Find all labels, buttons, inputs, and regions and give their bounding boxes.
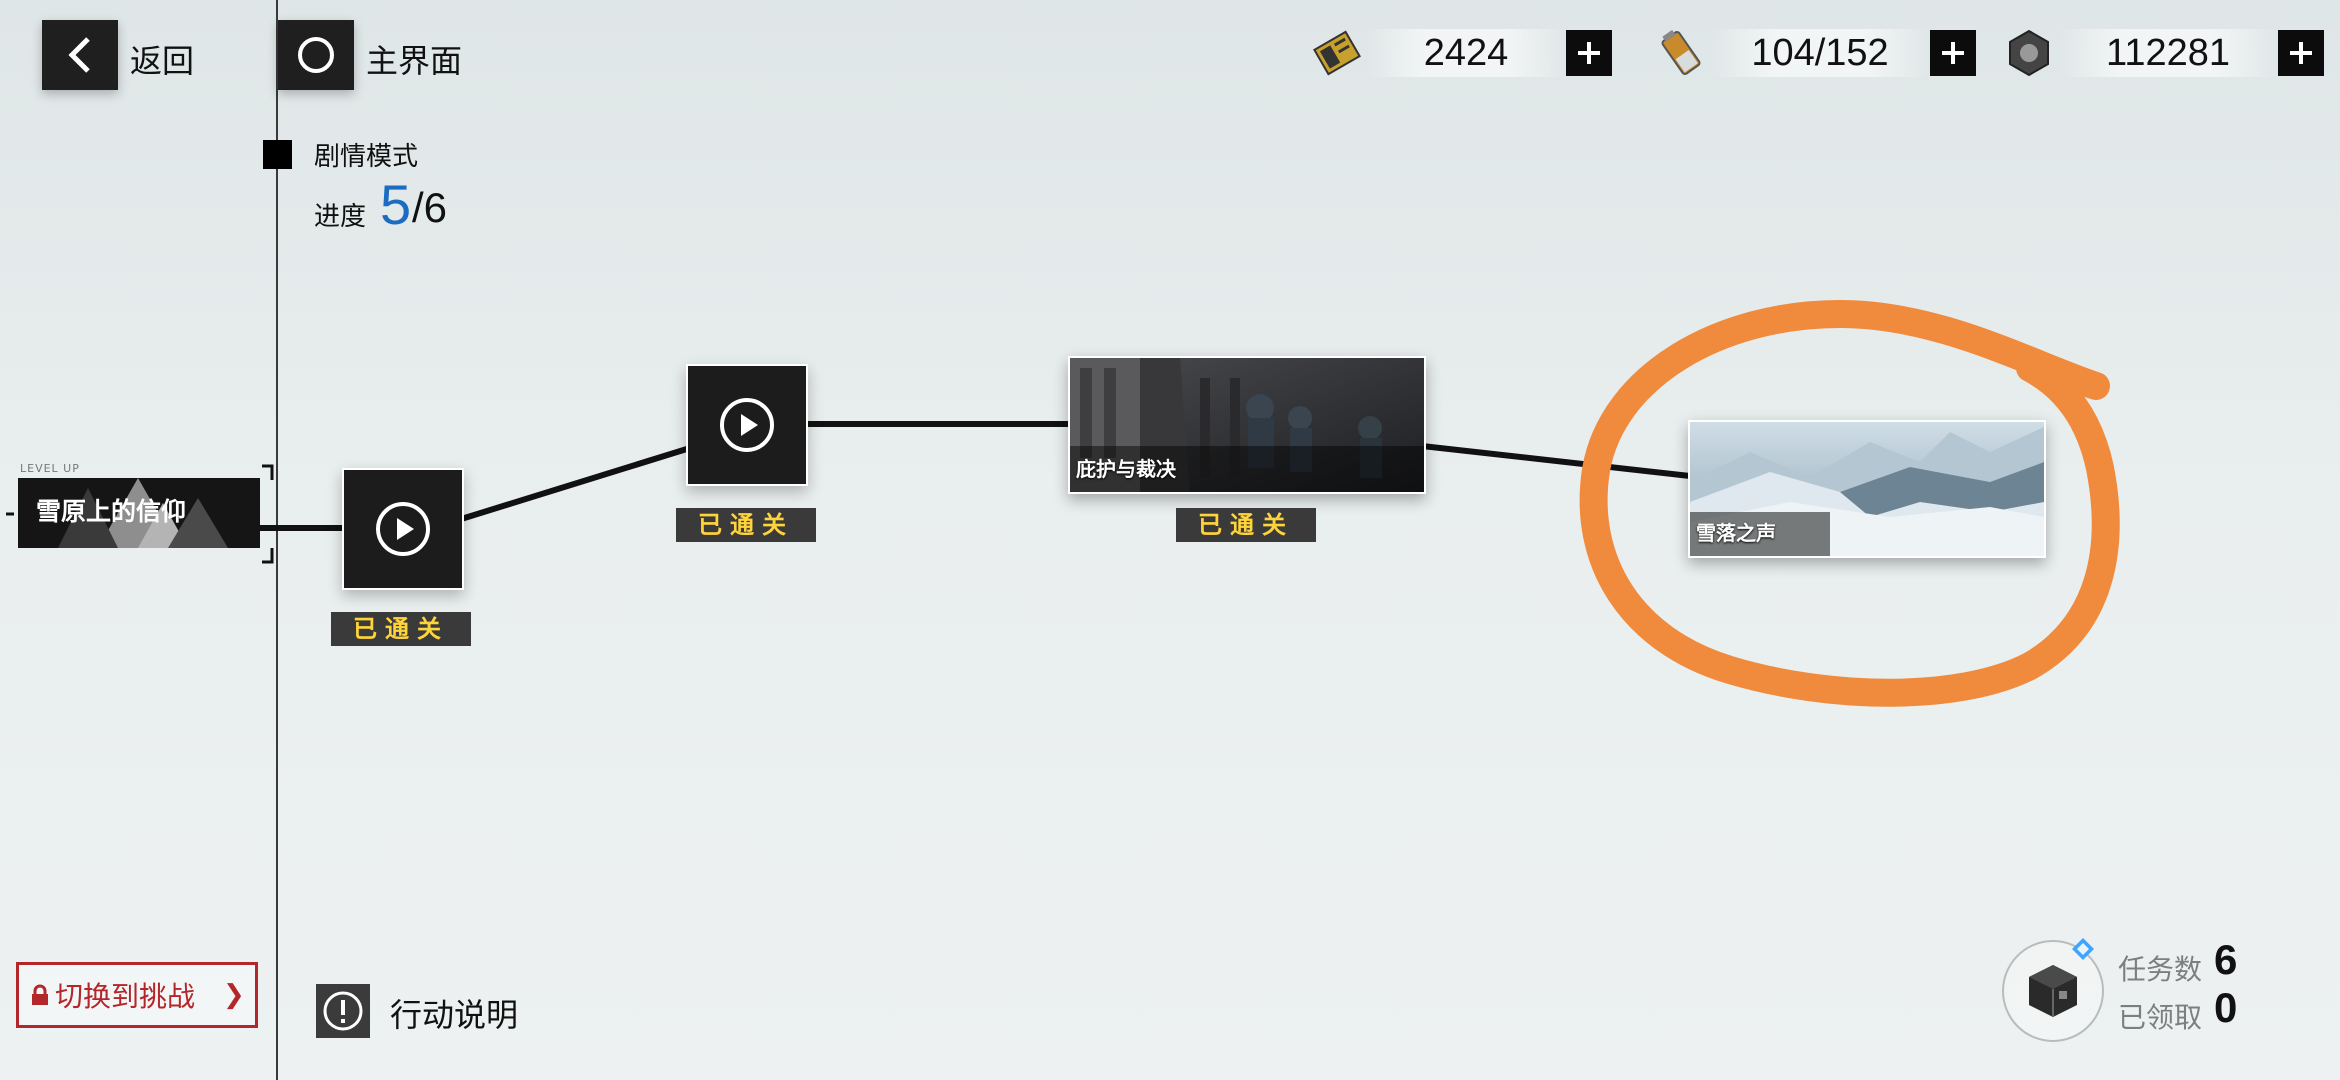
home-label: 主界面 <box>366 42 463 80</box>
crate-icon <box>2029 965 2077 1017</box>
mode-marker <box>263 140 292 169</box>
task-count-label: 任务数 <box>2118 953 2203 986</box>
battery-icon <box>1652 24 1710 82</box>
annotation-circle <box>1579 299 2120 707</box>
switch-label: 切换到挑战 <box>55 980 196 1013</box>
chapter-title: 雪原上的信仰 <box>36 497 187 526</box>
stage-status-badge: 已通关 <box>676 508 816 542</box>
stage-node-1[interactable] <box>342 468 464 590</box>
switch-to-challenge-button[interactable]: 切换到挑战 ❯ <box>16 962 258 1028</box>
resource-value: 104/152 <box>1710 29 1930 77</box>
stage-title: 庇护与裁决 <box>1076 457 1176 481</box>
chevron-left-icon <box>68 37 90 73</box>
hex-nut-icon <box>2000 24 2058 82</box>
chapter-card[interactable]: 雪原上的信仰 <box>18 478 260 548</box>
resource-value: 2424 <box>1366 29 1566 77</box>
claimed-value: 0 <box>2214 984 2238 1031</box>
stage-status-badge: 已通关 <box>331 612 471 646</box>
add-nut-button[interactable] <box>2278 30 2324 76</box>
add-battery-button[interactable] <box>1930 30 1976 76</box>
stage-node-2[interactable] <box>686 364 808 486</box>
mode-title: 剧情模式 <box>314 142 419 172</box>
chevron-right-icon: ❯ <box>223 980 245 1010</box>
stage-thumbnail <box>1690 422 2044 556</box>
resource-battery: 104/152 <box>1652 28 1976 78</box>
mountain-pattern <box>58 478 228 548</box>
play-icon <box>720 398 774 452</box>
resource-gold-ticket: 2424 <box>1308 28 1612 78</box>
stage-node-3[interactable]: 庇护与裁决 <box>1068 356 1426 494</box>
resource-value: 112281 <box>2058 29 2278 77</box>
plus-icon <box>2290 42 2312 64</box>
resource-hex-nut: 112281 <box>2000 28 2324 78</box>
home-button[interactable] <box>278 20 354 90</box>
back-label: 返回 <box>130 42 195 80</box>
plus-icon <box>1578 42 1600 64</box>
stage-node-4[interactable]: 雪落之声 <box>1688 420 2046 558</box>
notification-diamond-icon <box>2072 938 2094 960</box>
action-info-label: 行动说明 <box>390 996 519 1034</box>
progress-total: /6 <box>412 184 448 231</box>
add-gold-button[interactable] <box>1566 30 1612 76</box>
stage-status-badge: 已通关 <box>1176 508 1316 542</box>
progress-current: 5 <box>380 173 412 236</box>
stage-title: 雪落之声 <box>1696 521 1776 545</box>
stage-thumbnail <box>1070 358 1424 492</box>
alert-icon <box>323 991 363 1031</box>
vertical-divider <box>276 0 278 1080</box>
level-up-caption: LEVEL UP <box>20 462 80 475</box>
task-count-value: 6 <box>2214 936 2238 983</box>
lock-icon <box>32 984 48 1005</box>
gold-ticket-icon <box>1308 24 1366 82</box>
plus-icon <box>1942 42 1964 64</box>
play-icon <box>376 502 430 556</box>
claimed-label: 已领取 <box>2118 1001 2203 1034</box>
back-button[interactable] <box>42 20 118 90</box>
circle-icon <box>298 37 334 73</box>
task-reward-button[interactable] <box>2002 940 2104 1042</box>
action-info-button[interactable] <box>316 984 370 1038</box>
progress-label: 进度 <box>314 202 367 232</box>
